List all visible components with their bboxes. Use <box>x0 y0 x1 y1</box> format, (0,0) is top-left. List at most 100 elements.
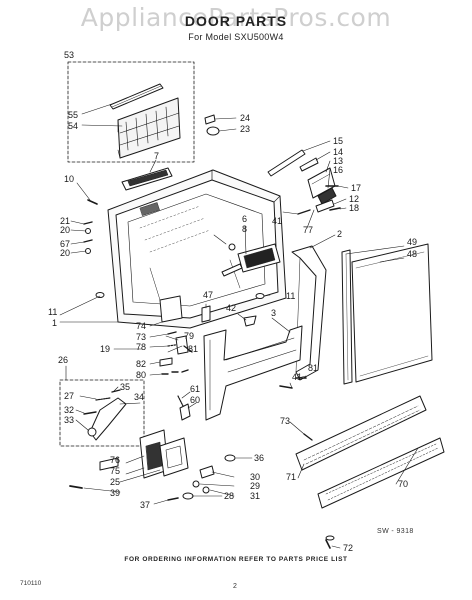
callout-14: 14 <box>333 147 343 157</box>
part-60-clip <box>179 403 191 421</box>
part-14-latch-spring <box>299 157 319 172</box>
part-25-gasket <box>159 437 189 477</box>
part-21-screw <box>83 221 93 225</box>
part-72-screw <box>325 535 335 549</box>
callout-39: 39 <box>110 488 120 498</box>
part-35-screw <box>111 389 121 393</box>
callout-72: 72 <box>343 543 353 553</box>
callout-81-upper: 81 <box>188 344 198 354</box>
callout-6: 6 <box>242 214 247 224</box>
callout-30: 30 <box>250 472 260 482</box>
part-76-arm <box>99 457 119 471</box>
leader-lines <box>59 103 419 549</box>
part-41-screw-lower <box>279 385 293 389</box>
part-79-bracket <box>175 335 189 355</box>
callout-82: 82 <box>136 359 146 369</box>
part-70-toe-panel <box>317 437 445 509</box>
part-39-screw <box>69 485 83 489</box>
part-27-spring <box>95 397 111 401</box>
part-11-screw-left <box>95 292 105 298</box>
part-8-dispenser-lever <box>221 263 243 277</box>
callout-29: 29 <box>250 481 260 491</box>
part-15-latch-rod <box>267 149 306 177</box>
part-11-screw-right <box>255 293 265 299</box>
part-41-screw-top <box>297 209 311 215</box>
callout-18: 18 <box>349 203 359 213</box>
callout-34: 34 <box>134 392 144 402</box>
callout-labels: 53 55 54 24 23 7 10 15 14 13 16 17 12 18… <box>48 50 417 553</box>
callout-74: 74 <box>136 321 146 331</box>
part-10-screw <box>87 199 98 205</box>
callout-15: 15 <box>333 136 343 146</box>
part-6-dispenser <box>237 243 281 273</box>
callout-80: 80 <box>136 370 146 380</box>
callout-28: 28 <box>224 491 234 501</box>
callout-16: 16 <box>333 165 343 175</box>
callout-47: 47 <box>203 290 213 300</box>
callout-8: 8 <box>242 224 247 234</box>
callout-1: 1 <box>52 318 57 328</box>
callout-37: 37 <box>140 500 150 510</box>
part-12-latch-bracket <box>315 199 335 213</box>
callout-61: 61 <box>190 384 200 394</box>
group-box-26 <box>59 379 145 447</box>
callout-53: 53 <box>64 50 74 60</box>
model-subtitle: For Model SXU500W4 <box>188 32 284 42</box>
part-80-screw-group <box>161 369 189 375</box>
part-3-lower-frame <box>203 325 303 421</box>
callout-41-lower: 41 <box>292 372 302 382</box>
callout-79: 79 <box>184 331 194 341</box>
part-24-screw <box>204 114 216 125</box>
callout-32: 32 <box>64 405 74 415</box>
callout-20-lower: 20 <box>60 248 70 258</box>
callout-35: 35 <box>120 382 130 392</box>
part-1-inner-door-panel <box>107 169 287 329</box>
callout-23: 23 <box>240 124 250 134</box>
callout-73: 73 <box>136 332 146 342</box>
callout-31: 31 <box>250 491 260 501</box>
callout-20: 20 <box>60 225 70 235</box>
callout-42: 42 <box>226 303 236 313</box>
callout-10: 10 <box>64 174 74 184</box>
callout-67: 67 <box>60 239 70 249</box>
callout-21: 21 <box>60 216 70 226</box>
part-48-outer-door-panel <box>351 243 433 383</box>
callout-41-top: 41 <box>272 216 282 226</box>
callout-78: 78 <box>136 342 146 352</box>
part-42-clip <box>243 315 257 327</box>
page-number: 2 <box>233 583 237 590</box>
document-code: 710110 <box>20 580 42 587</box>
callout-77: 77 <box>303 225 313 235</box>
callout-3: 3 <box>271 308 276 318</box>
part-74-mount-plate <box>159 295 183 323</box>
callout-54: 54 <box>68 121 78 131</box>
part-23-bushing <box>206 126 220 136</box>
callout-27: 27 <box>64 391 74 401</box>
part-16-strike <box>317 187 337 205</box>
callout-36: 36 <box>254 453 264 463</box>
part-32-pin <box>83 411 97 415</box>
callout-12: 12 <box>349 194 359 204</box>
group-box-53 <box>67 61 195 163</box>
callout-49: 49 <box>407 237 417 247</box>
callout-33: 33 <box>64 415 74 425</box>
part-73-screw-lower <box>303 433 313 441</box>
callout-2: 2 <box>337 229 342 239</box>
page-title: DOOR PARTS <box>184 13 288 29</box>
callout-17: 17 <box>351 183 361 193</box>
part-37-screw <box>167 497 179 501</box>
ordering-note: FOR ORDERING INFORMATION REFER TO PARTS … <box>124 556 348 563</box>
callout-81-lower: 81 <box>308 363 318 373</box>
part-18-screw <box>329 207 341 211</box>
callout-60: 60 <box>190 395 200 405</box>
part-73-screw <box>167 331 177 335</box>
part-36-bumper <box>224 454 236 462</box>
part-33-roller <box>87 427 97 437</box>
part-7-door-handle <box>121 167 173 191</box>
part-81-screw-upper <box>183 345 193 353</box>
part-47-bracket <box>201 305 211 323</box>
watermark: AppliancePartsPros.com <box>80 3 392 32</box>
callout-26: 26 <box>58 355 68 365</box>
part-67-screw <box>83 239 93 243</box>
